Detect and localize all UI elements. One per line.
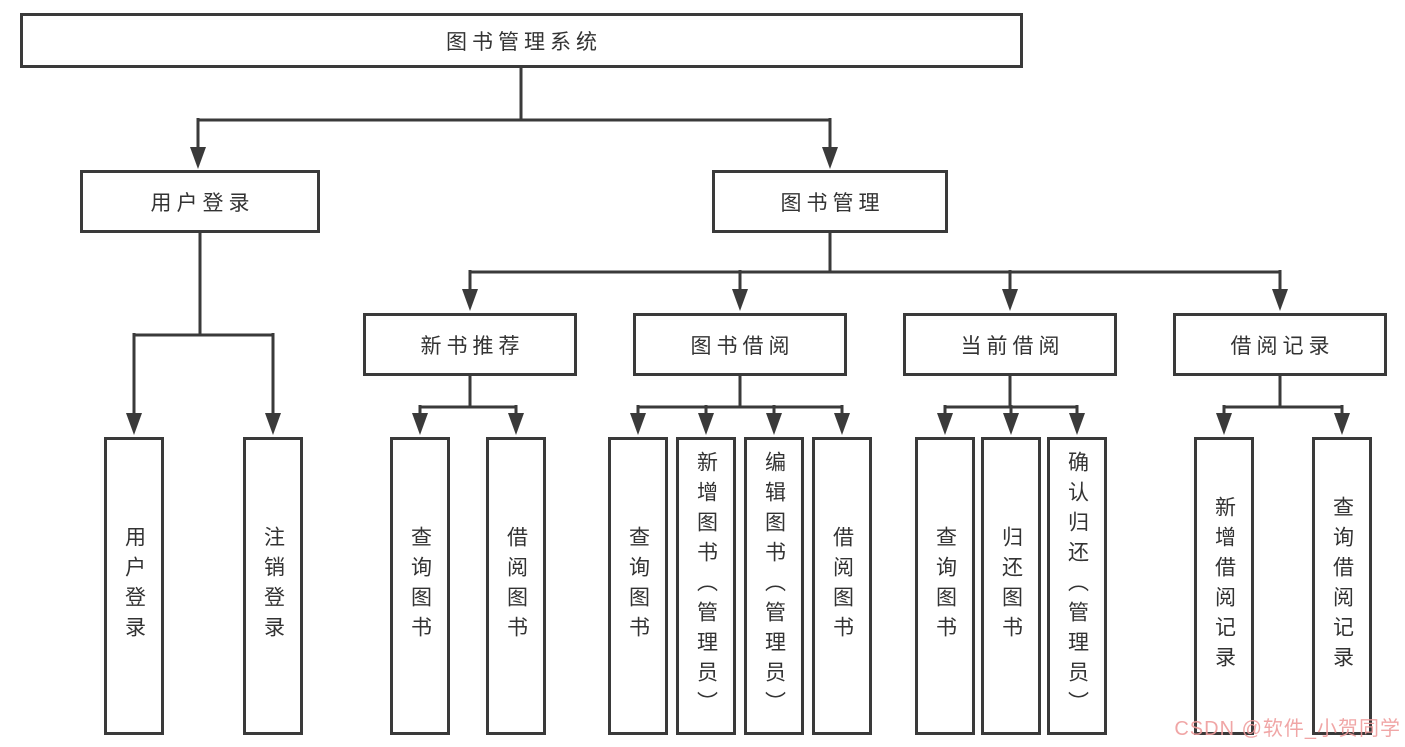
- node-book-management-label: 图书管理: [780, 191, 885, 215]
- node-borrow-records: 借阅记录: [1173, 313, 1387, 376]
- leaf-query-borrow-record-label: 查询借阅记录: [1330, 496, 1354, 676]
- leaf-logout-label: 注销登录: [261, 526, 285, 646]
- node-user-login: 用户登录: [80, 170, 320, 233]
- node-book-management: 图书管理: [712, 170, 948, 233]
- leaf-add-book-admin-label: 新增图书（管理员）: [694, 451, 718, 721]
- node-root: 图书管理系统: [20, 13, 1023, 68]
- leaf-add-book-admin: 新增图书（管理员）: [676, 437, 736, 735]
- leaf-user-login-label: 用户登录: [122, 526, 146, 646]
- watermark: CSDN @软件_小贺同学: [1174, 718, 1401, 740]
- node-new-book-recommend: 新书推荐: [363, 313, 577, 376]
- leaf-query-books-3: 查询图书: [915, 437, 975, 735]
- leaf-user-login: 用户登录: [104, 437, 164, 735]
- node-borrow-records-label: 借阅记录: [1230, 334, 1335, 358]
- leaf-add-borrow-record-label: 新增借阅记录: [1212, 496, 1236, 676]
- leaf-query-books-1: 查询图书: [390, 437, 450, 735]
- leaf-borrow-books-1-label: 借阅图书: [504, 526, 528, 646]
- leaf-borrow-books-1: 借阅图书: [486, 437, 546, 735]
- leaf-add-borrow-record: 新增借阅记录: [1194, 437, 1254, 735]
- node-new-book-recommend-label: 新书推荐: [420, 334, 525, 358]
- node-book-borrow-label: 图书借阅: [690, 334, 795, 358]
- leaf-return-book: 归还图书: [981, 437, 1041, 735]
- leaf-edit-book-admin-label: 编辑图书（管理员）: [762, 451, 786, 721]
- leaf-logout: 注销登录: [243, 437, 303, 735]
- leaf-borrow-books-2-label: 借阅图书: [830, 526, 854, 646]
- leaf-borrow-books-2: 借阅图书: [812, 437, 872, 735]
- leaf-confirm-return-admin-label: 确认归还（管理员）: [1065, 451, 1089, 721]
- leaf-confirm-return-admin: 确认归还（管理员）: [1047, 437, 1107, 735]
- node-current-borrow-label: 当前借阅: [960, 334, 1065, 358]
- node-current-borrow: 当前借阅: [903, 313, 1117, 376]
- node-book-borrow: 图书借阅: [633, 313, 847, 376]
- leaf-query-books-2: 查询图书: [608, 437, 668, 735]
- leaf-query-borrow-record: 查询借阅记录: [1312, 437, 1372, 735]
- leaf-query-books-3-label: 查询图书: [933, 526, 957, 646]
- leaf-edit-book-admin: 编辑图书（管理员）: [744, 437, 804, 735]
- node-user-login-label: 用户登录: [150, 191, 255, 215]
- leaf-query-books-1-label: 查询图书: [408, 526, 432, 646]
- node-root-label: 图书管理系统: [446, 30, 602, 54]
- leaf-return-book-label: 归还图书: [999, 526, 1023, 646]
- leaf-query-books-2-label: 查询图书: [626, 526, 650, 646]
